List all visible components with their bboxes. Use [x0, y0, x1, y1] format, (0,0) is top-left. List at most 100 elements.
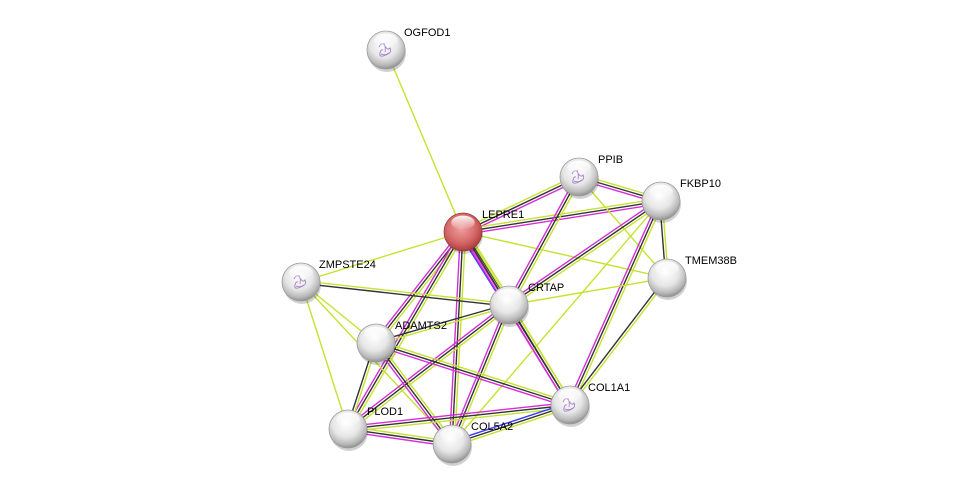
- edge-layer: [300, 49, 669, 448]
- node-label: LEPRE1: [482, 209, 524, 221]
- edge-line-textmining: [461, 174, 579, 231]
- edge-line-coexpression: [347, 231, 464, 430]
- edge-line-coexpression: [569, 200, 662, 406]
- edge-line-textmining: [451, 200, 662, 445]
- node-highlight: [655, 261, 679, 276]
- node-label: OGFOD1: [404, 27, 450, 39]
- edge-line-textmining: [510, 177, 582, 307]
- edge-line-coexpression: [347, 304, 510, 430]
- node-label: ZMPSTE24: [319, 259, 376, 271]
- edge-line-coexpression: [300, 282, 509, 307]
- node-crtap[interactable]: CRTAP: [489, 282, 564, 327]
- edge-adamts2-col1a1[interactable]: [374, 339, 572, 409]
- edge-crtap-plod1[interactable]: [345, 302, 512, 432]
- node-zmpste24[interactable]: ZMPSTE24: [281, 259, 376, 304]
- edge-ogfod1-lepre1[interactable]: [385, 49, 464, 233]
- node-label: CRTAP: [528, 282, 564, 294]
- edge-line-textmining: [452, 406, 572, 448]
- edge-line-textmining: [571, 201, 665, 407]
- node-highlight: [374, 33, 398, 48]
- node-highlight: [336, 412, 360, 427]
- edge-line-textmining: [376, 339, 572, 404]
- edge-line-experiments: [463, 178, 581, 235]
- edge-fkbp10-crtap[interactable]: [507, 198, 663, 308]
- edge-line-experiments: [507, 198, 660, 304]
- edge-line-experiments: [373, 229, 462, 342]
- edge-ppib-crtap[interactable]: [506, 175, 582, 307]
- node-highlight: [289, 265, 313, 280]
- edge-line-coexpression: [462, 200, 662, 233]
- edge-line-experiments: [347, 401, 570, 428]
- edge-zmpste24-col5a2[interactable]: [300, 281, 453, 445]
- node-label: PLOD1: [367, 406, 403, 418]
- edge-line-textmining: [301, 280, 510, 305]
- edge-line-experiments: [506, 175, 578, 305]
- node-ogfod1[interactable]: OGFOD1: [366, 27, 450, 72]
- node-highlight: [440, 427, 464, 442]
- edge-line-textmining: [348, 406, 571, 433]
- edge-line-coexpression: [375, 303, 509, 343]
- edge-lepre1-col5a2[interactable]: [448, 231, 467, 445]
- edge-line-coexpression: [508, 176, 580, 306]
- edge-line-textmining: [508, 277, 668, 306]
- edge-line-experiments: [463, 202, 662, 236]
- edge-tmem38b-col1a1[interactable]: [568, 276, 669, 407]
- node-highlight: [649, 184, 673, 199]
- edge-lepre1-zmpste24[interactable]: [300, 231, 464, 283]
- node-label: COL5A2: [471, 421, 513, 433]
- edge-fkbp10-col5a2[interactable]: [451, 200, 662, 445]
- node-lepre1[interactable]: LEPRE1: [443, 209, 524, 254]
- edge-line-textmining: [510, 303, 573, 405]
- edge-line-experiments: [345, 230, 462, 429]
- edge-crtap-col1a1[interactable]: [506, 303, 573, 407]
- node-col5a2[interactable]: COL5A2: [432, 421, 513, 466]
- edge-line-coexpression: [451, 404, 571, 445]
- edge-line-coexpression: [375, 342, 571, 406]
- edge-line-textmining: [300, 281, 349, 430]
- edge-adamts2-col5a2[interactable]: [373, 341, 455, 446]
- edge-line-textmining: [453, 305, 513, 446]
- edge-line-textmining: [300, 231, 464, 283]
- edge-line-coexpression: [508, 200, 662, 306]
- node-highlight: [364, 326, 388, 341]
- edge-crtap-adamts2[interactable]: [375, 303, 510, 345]
- edge-line-textmining: [349, 232, 466, 431]
- edge-fkbp10-col1a1[interactable]: [566, 199, 665, 407]
- node-highlight: [451, 215, 475, 230]
- edge-lepre1-plod1[interactable]: [345, 230, 466, 431]
- edge-tmem38b-crtap[interactable]: [508, 277, 668, 306]
- edge-line-experiments: [448, 231, 462, 444]
- edge-col1a1-plod1[interactable]: [347, 401, 571, 433]
- node-label: ADAMTS2: [395, 320, 447, 332]
- edge-col1a1-col5a2[interactable]: [450, 401, 572, 448]
- edge-zmpste24-plod1[interactable]: [300, 281, 349, 430]
- node-fkbp10[interactable]: FKBP10: [641, 178, 721, 223]
- edge-line-textmining: [349, 306, 512, 432]
- node-adamts2[interactable]: ADAMTS2: [356, 320, 447, 365]
- node-highlight: [567, 160, 591, 175]
- edge-line-coexpression: [462, 176, 580, 233]
- node-highlight: [497, 288, 521, 303]
- edge-line-experiments: [374, 344, 570, 409]
- edge-zmpste24-crtap[interactable]: [300, 280, 510, 307]
- node-ppib[interactable]: PPIB: [559, 154, 623, 199]
- edge-line-homology: [450, 401, 570, 443]
- edge-line-textmining: [453, 232, 467, 445]
- edge-line-experiments: [373, 344, 451, 446]
- node-label: FKBP10: [680, 178, 721, 190]
- edge-line-textmining: [385, 49, 464, 233]
- edge-line-coexpression: [451, 231, 464, 445]
- edge-line-experiments: [506, 305, 569, 407]
- edge-line-coexpression: [375, 342, 453, 445]
- edge-line-textmining: [570, 278, 669, 407]
- node-plod1[interactable]: PLOD1: [328, 406, 403, 451]
- edge-line-coexpression: [508, 304, 571, 406]
- edge-line-textmining: [377, 341, 455, 443]
- edge-line-experiments: [566, 199, 660, 405]
- node-col1a1[interactable]: COL1A1: [550, 382, 630, 427]
- edge-line-coexpression: [451, 304, 510, 445]
- edge-lepre1-ppib[interactable]: [461, 174, 581, 235]
- node-tmem38b[interactable]: TMEM38B: [647, 255, 737, 300]
